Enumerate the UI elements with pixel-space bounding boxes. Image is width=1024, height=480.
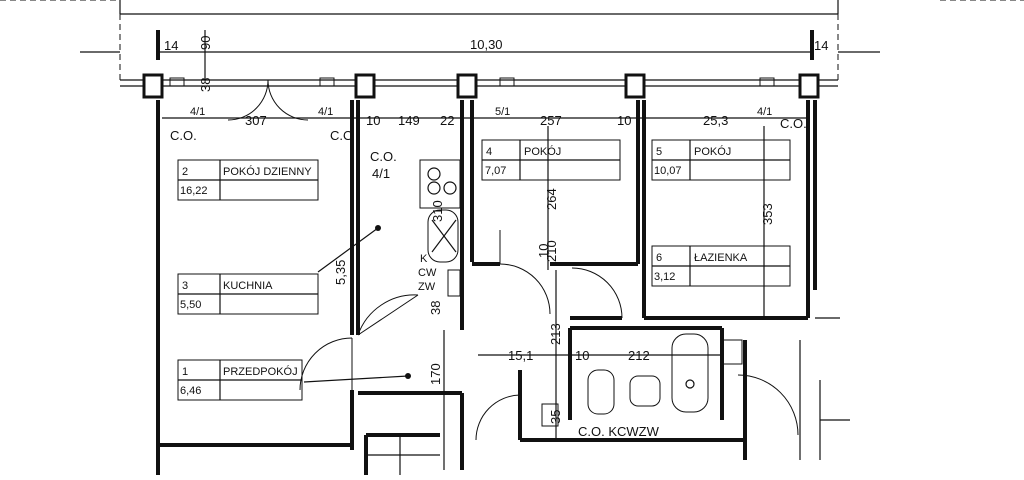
dim-149: 149	[398, 113, 420, 128]
room-area: 3,12	[654, 271, 675, 283]
room-name: PRZEDPOKÓJ	[223, 365, 298, 378]
dim-35: 35	[548, 410, 563, 424]
room-number: 3	[182, 280, 188, 292]
room-tag-3: 3 KUCHNIA 5,50	[177, 273, 319, 315]
dim-170: 170	[428, 363, 443, 385]
window-labels: 4/1 4/1 5/1 4/1	[190, 106, 772, 118]
window-label: 5/1	[495, 106, 510, 118]
room-name: KUCHNIA	[223, 280, 273, 292]
dim-10-c: 10	[536, 244, 551, 258]
kitchen-label-cw: CW	[418, 267, 437, 279]
doors	[227, 79, 799, 441]
room-tag-6: 6 ŁAZIENKA 3,12	[651, 245, 791, 287]
co-label-right: C.O.	[780, 116, 807, 131]
dim-310: 310	[430, 200, 445, 222]
dim-210: 210	[544, 240, 559, 262]
vertical-dimensions: 264 353 5,35 210 310 38 213 170 35 15,1 …	[333, 126, 775, 470]
dim-90: 90	[198, 36, 213, 50]
room-number: 1	[182, 366, 188, 378]
room-tag-1: 1 PRZEDPOKÓJ 6,46	[177, 359, 303, 401]
dim-total-width: 10,30	[470, 37, 503, 52]
room-name: ŁAZIENKA	[694, 252, 748, 264]
dim-257: 257	[540, 113, 562, 128]
co-label-hall-sub: 4/1	[372, 166, 390, 181]
room-number: 2	[182, 166, 188, 178]
dim-38-top: 38	[198, 78, 213, 92]
window-label: 4/1	[757, 106, 772, 118]
dim-14-right: 14	[814, 38, 828, 53]
dim-22: 22	[440, 113, 454, 128]
dim-38-mid: 38	[428, 301, 443, 315]
room-number: 4	[486, 146, 492, 158]
room-name: POKÓJ	[524, 145, 561, 158]
dim-253: 25,3	[703, 113, 728, 128]
dim-535: 5,35	[333, 260, 348, 285]
dim-10-a: 10	[366, 113, 380, 128]
dim-10-d: 10	[575, 348, 589, 363]
room-area: 6,46	[180, 385, 201, 397]
room-number: 5	[656, 146, 662, 158]
dimension-total-width: 10,30 14 14 90 38	[158, 30, 828, 92]
room-tag-4: 4 POKÓJ 7,07	[481, 139, 621, 181]
dim-212: 212	[628, 348, 650, 363]
right-lower-structure	[721, 317, 850, 460]
room-area: 10,07	[654, 165, 682, 177]
co-label-left: C.O.	[170, 128, 197, 143]
room-number: 6	[656, 252, 662, 264]
room-name: POKÓJ DZIENNY	[223, 165, 312, 178]
dim-307: 307	[245, 113, 267, 128]
dim-353: 353	[760, 203, 775, 225]
dim-213: 213	[548, 323, 563, 345]
window-label: 4/1	[318, 106, 333, 118]
room-area: 7,07	[485, 165, 506, 177]
outer-top-structure	[0, 0, 1024, 80]
room-name: POKÓJ	[694, 145, 731, 158]
dim-264: 264	[544, 188, 559, 210]
co-label-bottom: C.O. KCWZW	[578, 424, 660, 439]
room-area: 16,22	[180, 185, 208, 197]
room-tag-2: 2 POKÓJ DZIENNY 16,22	[177, 159, 319, 201]
kitchen-labels: K CW ZW	[418, 253, 437, 293]
dim-10-b: 10	[617, 113, 631, 128]
window-label: 4/1	[190, 106, 205, 118]
leader-lines	[303, 225, 411, 383]
co-label-hall: C.O.	[370, 149, 397, 164]
dim-14-left: 14	[164, 38, 178, 53]
kitchen-label-zw: ZW	[418, 281, 436, 293]
dim-151: 15,1	[508, 348, 533, 363]
heating-labels: C.O. C.O C.O. C.O. 4/1 C.O. KCWZW	[170, 116, 807, 439]
co-label-mid: C.O	[330, 128, 353, 143]
kitchen-label-k: K	[420, 253, 428, 265]
exterior-wall	[120, 73, 838, 99]
fixtures	[366, 159, 709, 475]
room-area: 5,50	[180, 299, 201, 311]
dimension-row-inner: 307 10 149 22 257 10 25,3	[162, 113, 810, 128]
room-tag-5: 5 POKÓJ 10,07	[651, 139, 791, 181]
